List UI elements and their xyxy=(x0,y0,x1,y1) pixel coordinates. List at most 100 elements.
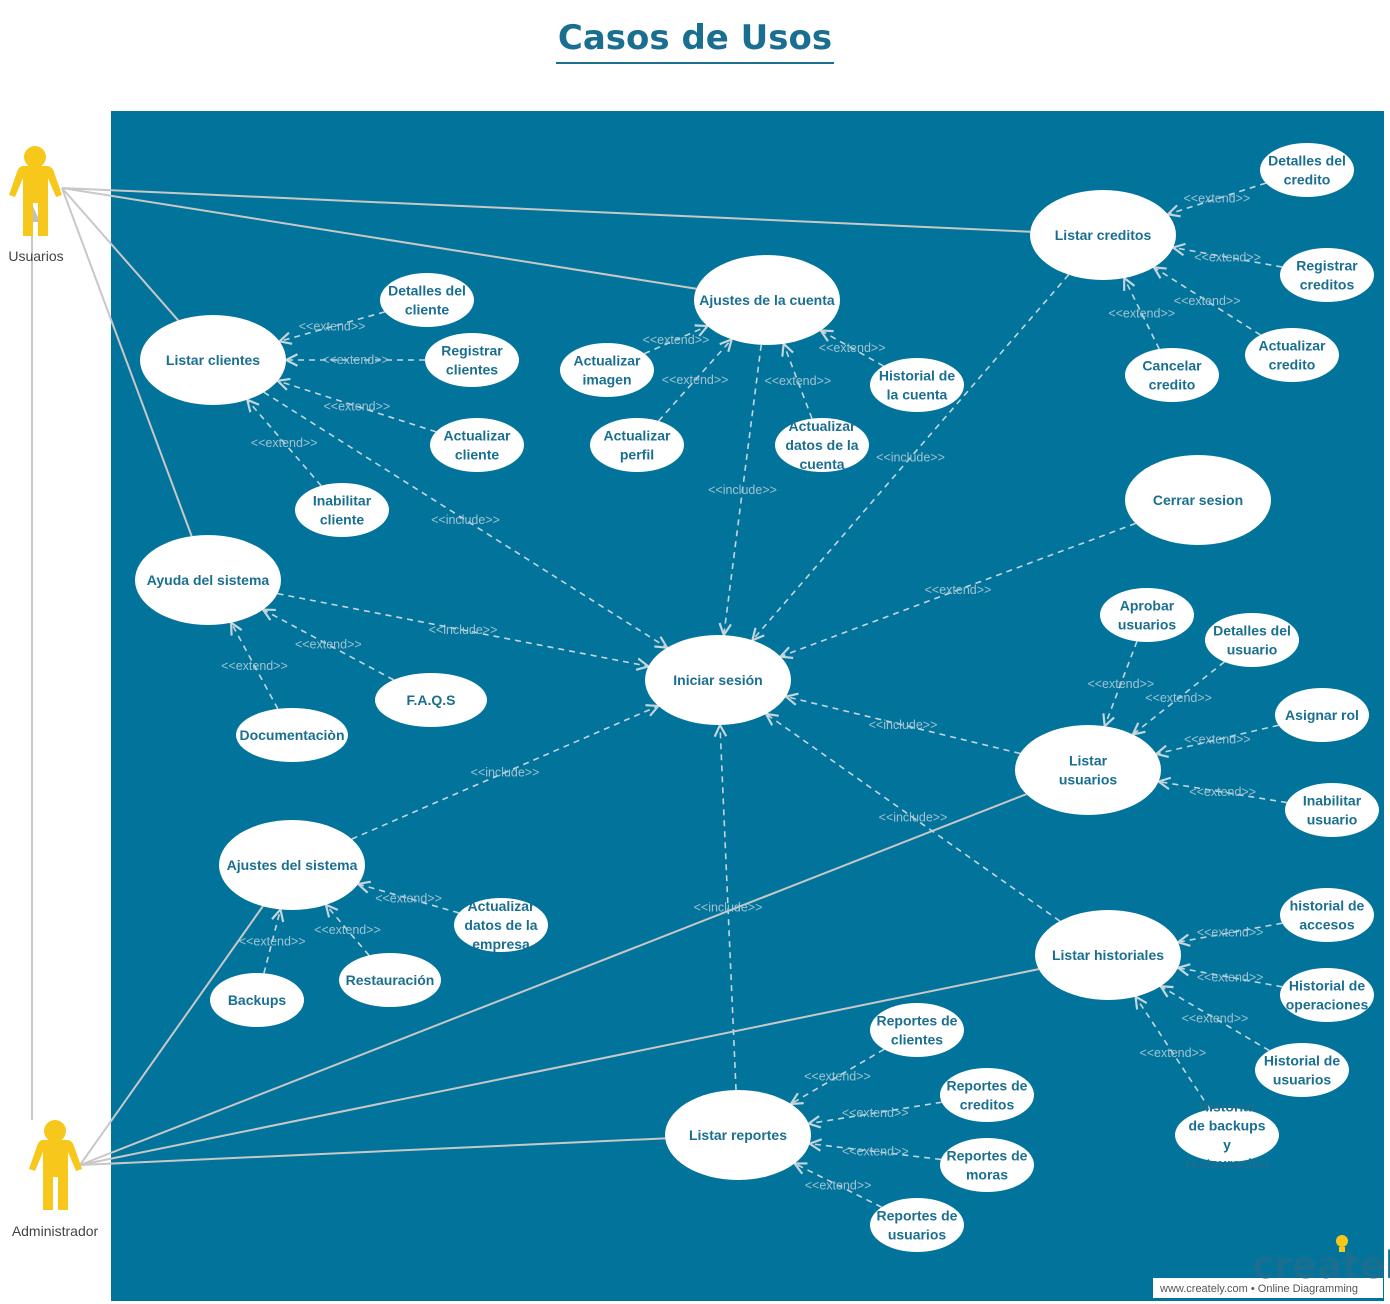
relationship-line-extend xyxy=(1178,968,1283,988)
use-case-cerrar-sesion[interactable]: Cerrar sesion xyxy=(1125,455,1271,545)
use-case-ellipse xyxy=(590,418,684,472)
use-case-label: Ajustes de la cuenta xyxy=(699,292,835,308)
use-case-restauracion[interactable]: Restauración xyxy=(339,953,441,1007)
use-case-documentacion[interactable]: Documentaciòn xyxy=(236,708,348,762)
use-case-iniciar-sesion[interactable]: Iniciar sesión xyxy=(645,635,791,725)
include-label: <<include>> xyxy=(429,623,498,637)
extend-label: <<extend>> xyxy=(251,436,318,450)
use-case-listar-creditos[interactable]: Listar creditos xyxy=(1030,190,1176,280)
relationship-labels: <<extend>> <<extend>> <<extend>> <<extend>>… xyxy=(221,192,1263,1193)
association-line xyxy=(79,905,264,1166)
use-case-listar-reportes[interactable]: Listar reportes xyxy=(665,1090,811,1180)
use-case-ajustes-cuenta[interactable]: Ajustes de la cuenta xyxy=(694,255,840,345)
lightbulb-icon xyxy=(1336,1235,1348,1252)
use-case-ellipse xyxy=(219,820,365,910)
use-case-label: Listar clientes xyxy=(166,352,260,368)
relationship-line-extend xyxy=(1133,661,1225,735)
actor-administrador[interactable]: Administrador xyxy=(12,1120,99,1239)
extend-label: <<extend>> xyxy=(1184,192,1251,206)
extend-label: <<extend>> xyxy=(1184,733,1251,747)
association-line xyxy=(79,793,1027,1166)
include-label: <<include>> xyxy=(471,766,540,780)
include-label: <<include>> xyxy=(876,451,945,465)
use-case-ellipse xyxy=(694,255,840,345)
extend-label: <<extend>> xyxy=(295,638,362,652)
admin-figure-icon xyxy=(29,1120,82,1210)
use-case-ellipse xyxy=(1280,248,1374,302)
use-case-ajustes-sistema[interactable]: Ajustes del sistema xyxy=(219,820,365,910)
extend-label: <<extend>> xyxy=(1189,785,1256,799)
extend-label: <<extend>> xyxy=(662,373,729,387)
relationship-line-extend xyxy=(1136,997,1211,1110)
extend-label: <<extend>> xyxy=(1145,691,1212,705)
include-label: <<include>> xyxy=(869,718,938,732)
relationship-line-extend xyxy=(810,1144,942,1161)
use-case-asignar-rol[interactable]: Asignar rol xyxy=(1275,688,1369,742)
use-case-ellipse xyxy=(870,1003,964,1057)
relationship-line-include xyxy=(351,706,659,840)
use-case-ellipse xyxy=(135,535,281,625)
use-case-ayuda-sistema[interactable]: Ayuda del sistema xyxy=(135,535,281,625)
relationship-line-include xyxy=(724,344,763,635)
use-case-ellipse xyxy=(295,483,389,537)
use-case-ellipse xyxy=(380,273,474,327)
extend-label: <<extend>> xyxy=(322,353,389,367)
extend-label: <<extend>> xyxy=(323,399,390,413)
extend-label: <<extend>> xyxy=(1139,1046,1206,1060)
use-case-faqs[interactable]: F.A.Q.S xyxy=(375,673,487,727)
diagram-title: Casos de Usos xyxy=(0,18,1390,64)
use-case-label: F.A.Q.S xyxy=(406,692,455,708)
use-case-listar-clientes[interactable]: Listar clientes xyxy=(140,315,286,405)
use-case-backups[interactable]: Backups xyxy=(210,973,304,1027)
association-lines xyxy=(24,187,1039,1166)
use-case-ellipse xyxy=(870,358,964,412)
use-case-listar-historiales[interactable]: Listar historiales xyxy=(1035,910,1181,1000)
use-case-ellipse xyxy=(1275,688,1369,742)
relationship-line-extend xyxy=(263,610,395,681)
extend-label: <<extend>> xyxy=(925,583,992,597)
extend-label: <<extend>> xyxy=(299,320,366,334)
relationship-line-extend xyxy=(784,344,813,419)
user-figure-icon xyxy=(9,146,62,236)
extend-label: <<extend>> xyxy=(239,934,306,948)
use-case-ellipse xyxy=(140,315,286,405)
actor-usuarios[interactable]: Usuarios xyxy=(8,146,64,264)
relationship-lines xyxy=(231,182,1287,1208)
